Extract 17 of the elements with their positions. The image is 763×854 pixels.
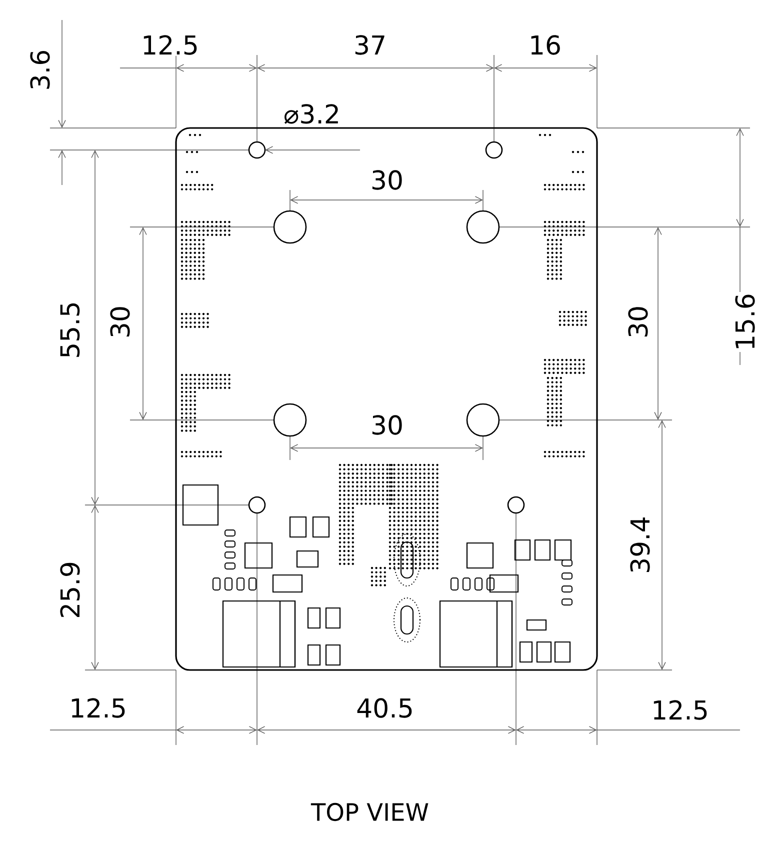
dimension-label: 16: [527, 34, 563, 56]
dimension-label: 40.5: [355, 697, 415, 719]
dimension-label: 3.6: [29, 48, 51, 92]
dimension-label: 39.4: [629, 515, 651, 575]
dimension-label: 12.5: [68, 697, 128, 719]
dimension-label: 25.9: [59, 560, 81, 620]
dimension-label: ⌀3.2: [282, 103, 342, 125]
dimension-label: 30: [369, 414, 405, 436]
dimension-label: 30: [627, 304, 649, 340]
dimension-label: 30: [109, 304, 131, 340]
dimension-label: 30: [369, 169, 405, 191]
dimension-label: 12.5: [140, 34, 200, 56]
dimension-label: 15.6: [734, 292, 756, 352]
dimension-label: 55.5: [59, 300, 81, 360]
caption: TOP VIEW: [310, 802, 428, 822]
dimension-label: 12.5: [650, 699, 710, 721]
dimension-label: 37: [352, 34, 388, 56]
